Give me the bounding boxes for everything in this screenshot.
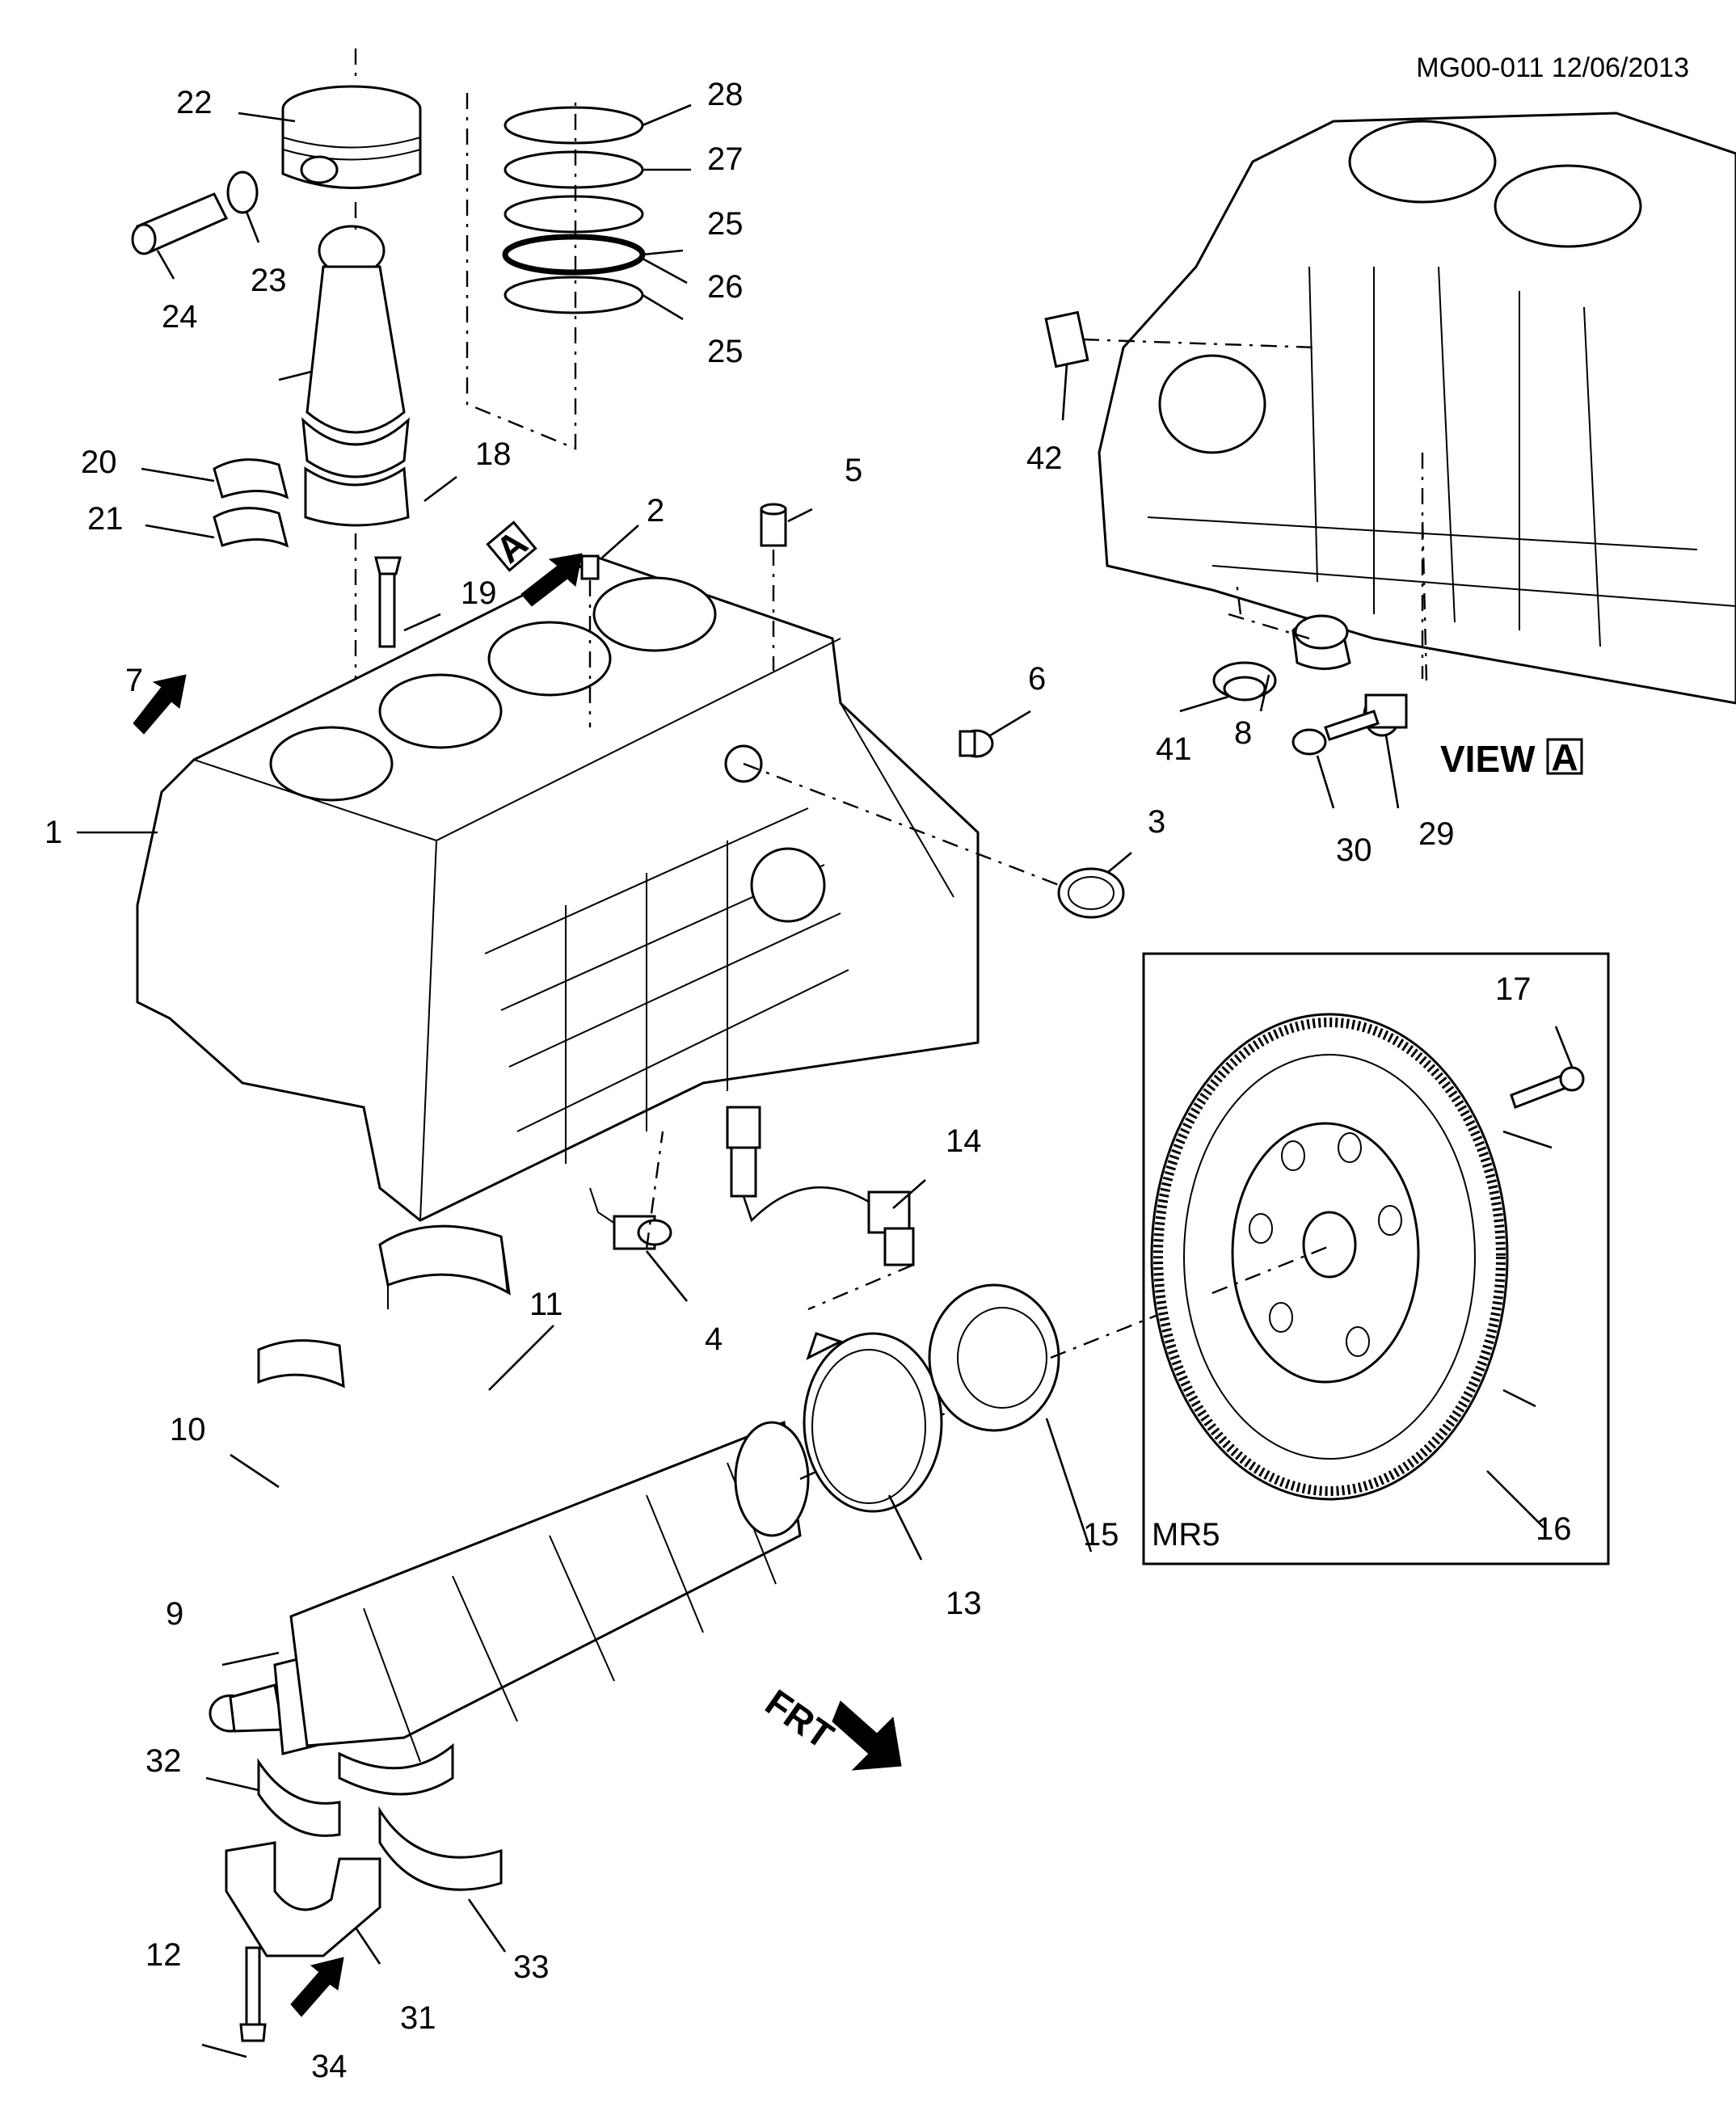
callout-5: 5 — [845, 453, 862, 488]
callout-14: 14 — [946, 1123, 982, 1159]
callout-25b: 25 — [707, 334, 744, 369]
arrow-34-icon — [290, 1957, 344, 2017]
main-bearing-cap-31 — [225, 1841, 381, 1957]
callout-17: 17 — [1495, 971, 1532, 1007]
callout-9: 9 — [166, 1596, 183, 1632]
mr5-label: MR5 — [1152, 1517, 1220, 1553]
callout-30: 30 — [1336, 832, 1372, 868]
callout-10: 10 — [170, 1412, 206, 1447]
callout-2: 2 — [647, 493, 664, 529]
bolt-12 — [239, 1946, 267, 2042]
engine-block — [136, 556, 980, 1222]
callout-26: 26 — [707, 269, 744, 305]
callout-27: 27 — [707, 141, 744, 177]
callout-32: 32 — [145, 1743, 182, 1779]
bearing-shell-11 — [378, 1224, 511, 1309]
bearing-shell-10 — [257, 1339, 345, 1388]
callout-42: 42 — [1026, 440, 1063, 476]
bearing-shells-20-21 — [213, 458, 289, 548]
callout-22: 22 — [176, 85, 213, 120]
view-a-letter: A — [1551, 736, 1578, 778]
callout-4: 4 — [705, 1321, 723, 1357]
dowel-6 — [959, 729, 994, 758]
callout-34: 34 — [311, 2049, 348, 2084]
callout-29: 29 — [1418, 816, 1455, 852]
callout-7: 7 — [125, 663, 143, 698]
piston-rings — [502, 106, 646, 314]
front-arrow-text: FRT — [758, 1681, 841, 1757]
view-a-text: VIEW — [1440, 738, 1536, 780]
dowel-2 — [580, 554, 600, 580]
callout-20: 20 — [81, 445, 117, 480]
connecting-rod — [301, 225, 410, 648]
view-a-label: VIEW A — [1440, 736, 1583, 780]
view-a-parts — [1212, 614, 1408, 756]
callout-23: 23 — [251, 263, 287, 298]
callout-19: 19 — [461, 575, 497, 611]
callout-18: 18 — [475, 436, 512, 472]
dowel-5 — [760, 503, 787, 547]
callout-3: 3 — [1148, 804, 1165, 840]
reluctor-plate-15 — [928, 1283, 1060, 1432]
plug-3 — [1057, 867, 1125, 919]
callout-33: 33 — [513, 1949, 550, 1985]
mr5-inset-frame — [1142, 952, 1610, 1565]
callout-21: 21 — [87, 501, 124, 537]
callout-15: 15 — [1083, 1517, 1119, 1553]
arrow-7-icon — [133, 674, 187, 735]
callout-41: 41 — [1156, 731, 1192, 767]
rear-seal-13 — [803, 1332, 943, 1513]
diagram-code: MG00-011 12/06/2013 — [1416, 53, 1689, 83]
crankshaft — [209, 1420, 810, 1796]
callout-16: 16 — [1536, 1511, 1572, 1547]
callout-6: 6 — [1028, 661, 1046, 697]
bolt-30 — [1291, 710, 1380, 756]
callouts: 1 2 3 4 5 6 7 8 9 10 11 12 13 14 15 16 1… — [44, 77, 1572, 2084]
callout-24: 24 — [162, 299, 198, 335]
callout-31: 31 — [400, 2000, 436, 2036]
flywheel-16 — [1150, 1013, 1553, 1501]
callout-25a: 25 — [707, 206, 744, 242]
callout-1: 1 — [44, 815, 62, 850]
sensor-14 — [726, 1106, 915, 1266]
sensor-4 — [589, 1187, 672, 1250]
bearing-shell-33 — [378, 1806, 503, 1891]
front-arrow-icon: FRT — [758, 1681, 902, 1771]
callout-8: 8 — [1234, 715, 1252, 751]
bolt-17 — [1510, 1066, 1585, 1109]
leader-lines — [77, 103, 1574, 2058]
view-a-block — [1044, 112, 1736, 705]
view-a-letter-box — [1546, 738, 1583, 775]
callout-13: 13 — [946, 1586, 982, 1621]
callout-12: 12 — [145, 1937, 182, 1973]
arrow-a-letter: A — [488, 521, 536, 571]
callout-11: 11 — [529, 1287, 563, 1322]
callout-28: 28 — [707, 77, 744, 112]
bearing-shell-32 — [257, 1758, 341, 1837]
piston-assembly — [131, 85, 422, 255]
